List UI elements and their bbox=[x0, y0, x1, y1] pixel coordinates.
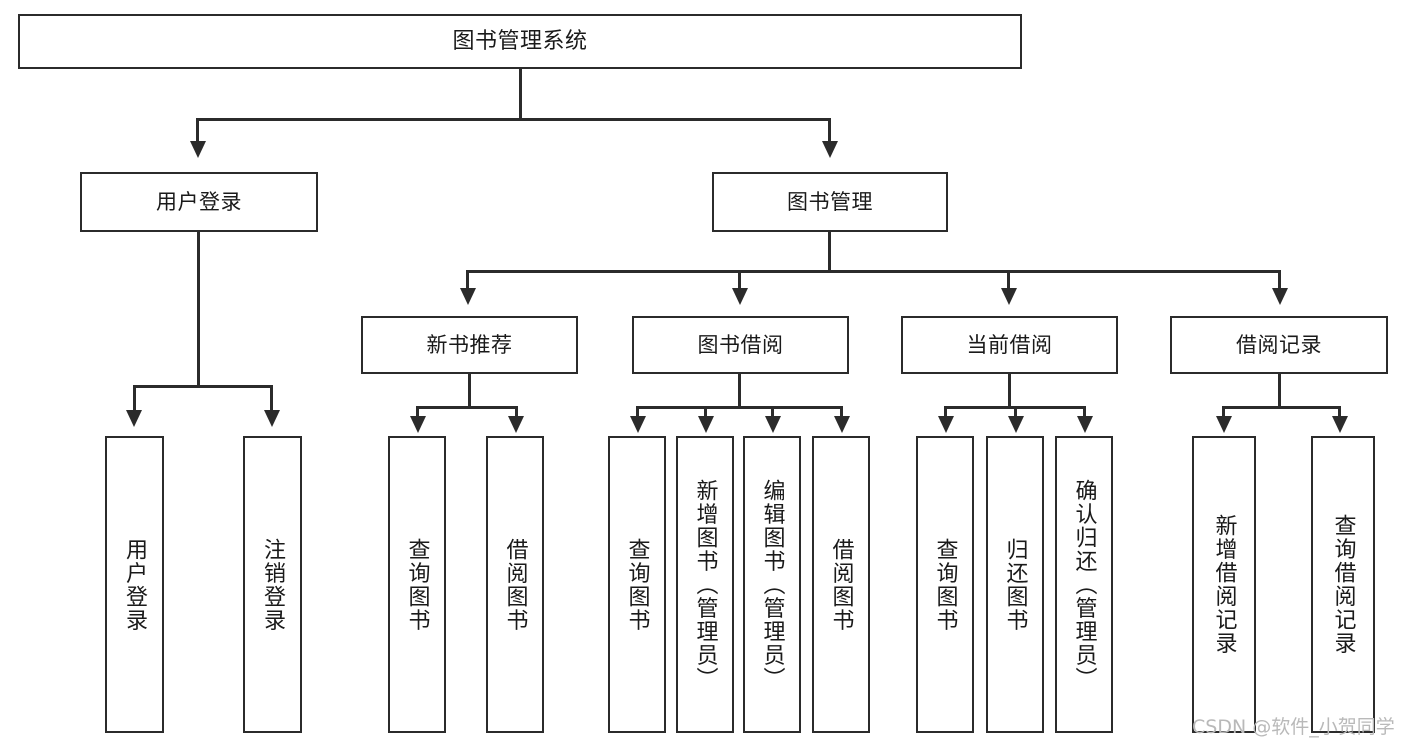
connector-bb-leg-3 bbox=[771, 406, 774, 418]
arrowhead-leaf-query-book-2 bbox=[630, 416, 646, 433]
arrowhead-new-book-recommend bbox=[460, 288, 476, 305]
connector-root-stem bbox=[519, 69, 522, 118]
connector-root-bus bbox=[196, 118, 830, 121]
node-label: 查询图书 bbox=[404, 537, 430, 632]
connector-br-leg-1 bbox=[1222, 406, 1225, 418]
connector-cb-leg-1 bbox=[944, 406, 947, 418]
node-current-borrow[interactable]: 当前借阅 bbox=[901, 316, 1118, 374]
leaf-user-login[interactable]: 用户登录 bbox=[105, 436, 164, 733]
connector-book-borrow-stem bbox=[738, 374, 741, 406]
arrowhead-leaf-edit-book-admin bbox=[765, 416, 781, 433]
leaf-borrow-book-1[interactable]: 借阅图书 bbox=[486, 436, 544, 733]
connector-user-login-bus bbox=[133, 385, 272, 388]
leaf-add-book-admin[interactable]: 新增图书（管理员） bbox=[676, 436, 734, 733]
arrowhead-leaf-query-borrow-record bbox=[1332, 416, 1348, 433]
connector-book-management-stem bbox=[828, 232, 831, 270]
connector-bb-leg-4 bbox=[840, 406, 843, 418]
arrowhead-leaf-query-book-1 bbox=[410, 416, 426, 433]
csdn-watermark: CSDN @软件_小贺同学 bbox=[1192, 716, 1395, 738]
connector-user-login-leg-2 bbox=[270, 385, 273, 412]
arrowhead-leaf-query-book-3 bbox=[938, 416, 954, 433]
arrowhead-current-borrow bbox=[1001, 288, 1017, 305]
connector-bm-leg-4 bbox=[1278, 270, 1281, 289]
node-label: 查询图书 bbox=[624, 537, 650, 632]
arrowhead-leaf-borrow-book-2 bbox=[834, 416, 850, 433]
arrowhead-book-management bbox=[822, 141, 838, 158]
node-label: 用户登录 bbox=[122, 537, 148, 632]
arrowhead-leaf-user-login bbox=[126, 410, 142, 427]
node-borrow-record[interactable]: 借阅记录 bbox=[1170, 316, 1388, 374]
node-book-borrow[interactable]: 图书借阅 bbox=[632, 316, 849, 374]
node-label: 用户登录 bbox=[156, 189, 242, 214]
arrowhead-leaf-add-book-admin bbox=[698, 416, 714, 433]
connector-borrow-record-stem bbox=[1278, 374, 1281, 406]
node-label: 查询图书 bbox=[932, 537, 958, 632]
node-label: 新书推荐 bbox=[426, 332, 513, 357]
arrowhead-leaf-confirm-return-admin bbox=[1077, 416, 1093, 433]
leaf-query-book-3[interactable]: 查询图书 bbox=[916, 436, 974, 733]
node-label: 编辑图书（管理员） bbox=[759, 478, 785, 691]
arrowhead-user-login bbox=[190, 141, 206, 158]
node-user-login[interactable]: 用户登录 bbox=[80, 172, 318, 232]
node-label: 图书管理系统 bbox=[452, 28, 588, 54]
node-root-system[interactable]: 图书管理系统 bbox=[18, 14, 1022, 69]
node-label: 查询借阅记录 bbox=[1330, 514, 1356, 655]
arrowhead-borrow-record bbox=[1272, 288, 1288, 305]
node-label: 新增借阅记录 bbox=[1211, 514, 1237, 655]
connector-root-to-book-management bbox=[828, 118, 831, 143]
node-label: 借阅图书 bbox=[502, 537, 528, 632]
node-label: 图书借阅 bbox=[697, 332, 784, 357]
connector-nb-leg-2 bbox=[515, 406, 518, 418]
leaf-return-book[interactable]: 归还图书 bbox=[986, 436, 1044, 733]
leaf-logout-login[interactable]: 注销登录 bbox=[243, 436, 302, 733]
leaf-query-borrow-record[interactable]: 查询借阅记录 bbox=[1311, 436, 1375, 733]
leaf-add-borrow-record[interactable]: 新增借阅记录 bbox=[1192, 436, 1256, 733]
node-book-management[interactable]: 图书管理 bbox=[712, 172, 948, 232]
node-label: 归还图书 bbox=[1002, 537, 1028, 632]
leaf-edit-book-admin[interactable]: 编辑图书（管理员） bbox=[743, 436, 801, 733]
arrowhead-leaf-borrow-book-1 bbox=[508, 416, 524, 433]
connector-user-login-leg-1 bbox=[133, 385, 136, 412]
connector-root-to-user-login bbox=[196, 118, 199, 143]
connector-bm-leg-3 bbox=[1007, 270, 1010, 289]
node-new-book-recommend[interactable]: 新书推荐 bbox=[361, 316, 578, 374]
node-label: 图书管理 bbox=[787, 189, 873, 214]
connector-cb-leg-3 bbox=[1083, 406, 1086, 418]
leaf-query-book-1[interactable]: 查询图书 bbox=[388, 436, 446, 733]
connector-book-borrow-bus bbox=[636, 406, 841, 409]
connector-book-management-bus bbox=[466, 270, 1281, 273]
node-label: 当前借阅 bbox=[966, 332, 1053, 357]
node-label: 确认归还（管理员） bbox=[1071, 478, 1097, 691]
arrowhead-leaf-logout-login bbox=[264, 410, 280, 427]
arrowhead-leaf-return-book bbox=[1008, 416, 1024, 433]
connector-borrow-record-bus bbox=[1222, 406, 1341, 409]
connector-br-leg-2 bbox=[1338, 406, 1341, 418]
arrowhead-book-borrow bbox=[732, 288, 748, 305]
leaf-query-book-2[interactable]: 查询图书 bbox=[608, 436, 666, 733]
node-label: 借阅记录 bbox=[1236, 332, 1322, 357]
arrowhead-leaf-add-borrow-record bbox=[1216, 416, 1232, 433]
leaf-confirm-return-admin[interactable]: 确认归还（管理员） bbox=[1055, 436, 1113, 733]
connector-cb-leg-2 bbox=[1014, 406, 1017, 418]
connector-user-login-stem bbox=[197, 232, 200, 385]
leaf-borrow-book-2[interactable]: 借阅图书 bbox=[812, 436, 870, 733]
connector-new-book-stem bbox=[468, 374, 471, 406]
node-label: 新增图书（管理员） bbox=[692, 478, 718, 691]
connector-bm-leg-1 bbox=[466, 270, 469, 289]
connector-nb-leg-1 bbox=[416, 406, 419, 418]
connector-bb-leg-2 bbox=[704, 406, 707, 418]
connector-new-book-bus bbox=[416, 406, 518, 409]
node-label: 注销登录 bbox=[260, 537, 286, 632]
connector-bm-leg-2 bbox=[738, 270, 741, 289]
connector-bb-leg-1 bbox=[636, 406, 639, 418]
connector-current-borrow-stem bbox=[1008, 374, 1011, 406]
node-label: 借阅图书 bbox=[828, 537, 854, 632]
